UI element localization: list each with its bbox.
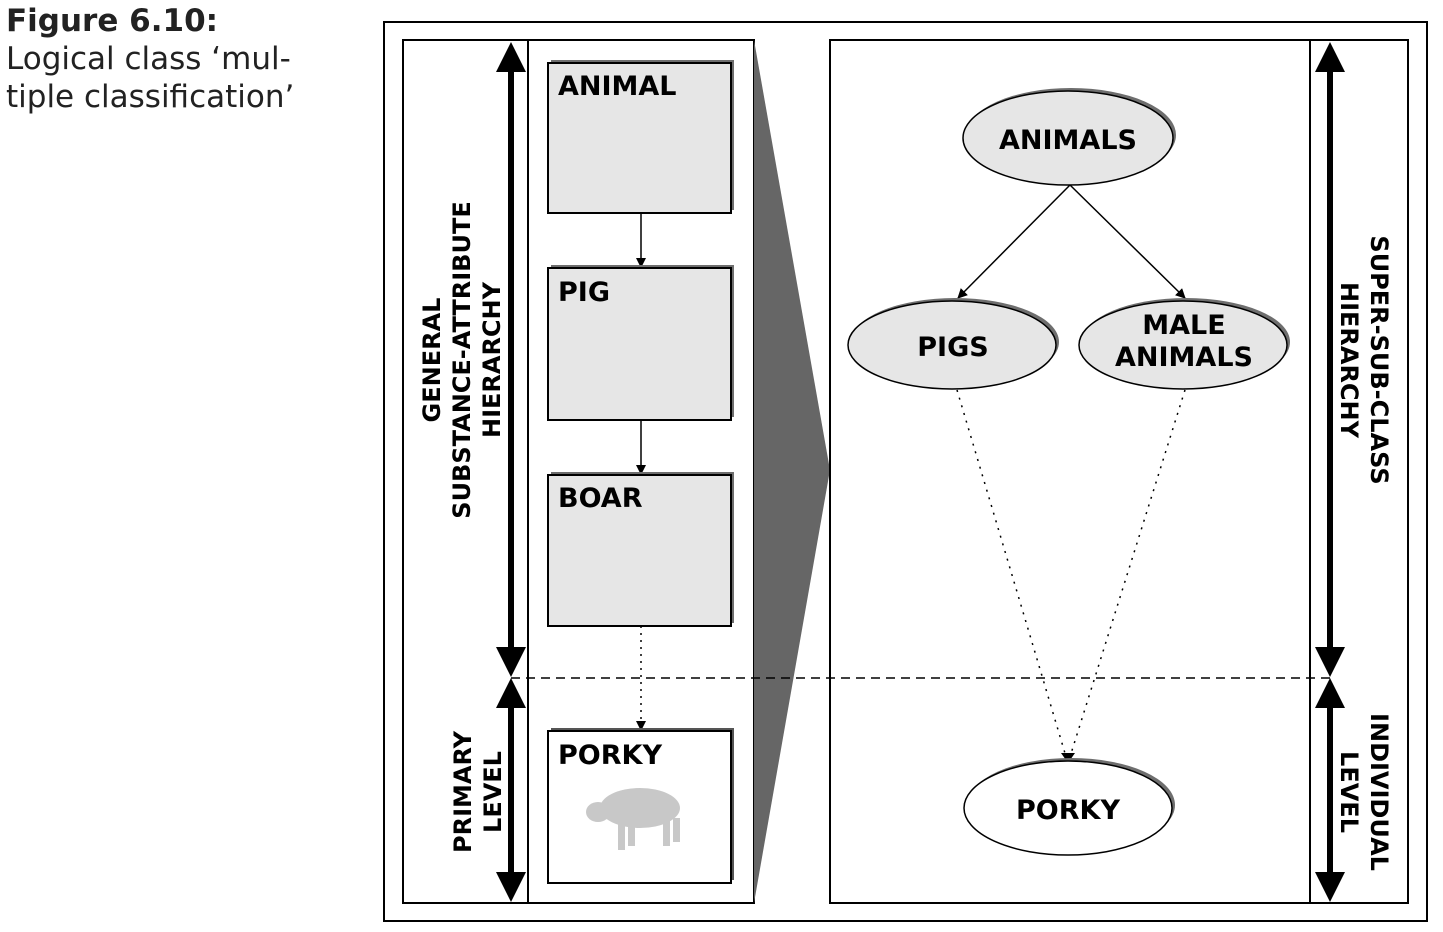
left-lower-label: PRIMARY LEVEL xyxy=(449,730,507,853)
right-upper-label: SUPER-SUB-CLASS HIERARCHY xyxy=(1335,235,1393,484)
label-line: INDIVIDUAL xyxy=(1365,713,1393,871)
projection-wedge xyxy=(754,40,830,903)
ellipse-label: PIGS xyxy=(917,332,988,363)
right-hierarchy-arrow xyxy=(1315,42,1345,677)
label-line: SUBSTANCE-ATTRIBUTE xyxy=(448,201,476,518)
label-line: LEVEL xyxy=(479,751,507,833)
box-pig: PIG xyxy=(547,265,734,421)
ellipse-label: MALE xyxy=(1142,310,1225,341)
outer-frame xyxy=(383,21,1428,922)
label-line: SUPER-SUB-CLASS xyxy=(1365,235,1393,484)
ellipse-male-animals: MALE ANIMALS xyxy=(1078,298,1290,390)
left-primary-arrow xyxy=(496,678,526,902)
left-hierarchy-arrow xyxy=(496,42,526,677)
ellipse-porky: PORKY xyxy=(963,758,1175,856)
box-porky: PORKY xyxy=(547,728,734,884)
label-line: HIERARCHY xyxy=(478,281,506,438)
box-animal: ANIMAL xyxy=(547,60,734,214)
porky-arrowhead xyxy=(1061,753,1075,763)
pig-image xyxy=(586,788,680,850)
link-male-porky xyxy=(1068,389,1186,761)
right-panel xyxy=(829,39,1409,904)
box-label: PIG xyxy=(558,277,610,308)
label-line: HIERARCHY xyxy=(1335,282,1363,439)
label-line: GENERAL xyxy=(418,298,446,423)
ellipse-pigs: PIGS xyxy=(847,298,1059,390)
right-individual-arrow xyxy=(1315,678,1345,902)
link-animals-male xyxy=(1069,184,1186,299)
box-label: BOAR xyxy=(558,483,643,514)
caption-title: Figure 6.10: xyxy=(6,3,219,39)
link-animals-pigs xyxy=(957,184,1071,299)
label-line: LEVEL xyxy=(1335,751,1363,833)
label-line: PRIMARY xyxy=(449,730,477,853)
box-boar: BOAR xyxy=(547,472,734,627)
right-lower-label: INDIVIDUAL LEVEL xyxy=(1335,713,1393,871)
figure-caption: Figure 6.10: Logical class ‘mul- tiple c… xyxy=(6,2,294,116)
left-upper-label: GENERAL SUBSTANCE-ATTRIBUTE HIERARCHY xyxy=(418,201,506,518)
ellipse-label: ANIMALS xyxy=(999,125,1137,156)
ellipse-label: ANIMALS xyxy=(1115,342,1253,373)
box-label: PORKY xyxy=(558,740,662,771)
link-pigs-porky xyxy=(956,389,1068,761)
box-label: ANIMAL xyxy=(558,71,677,102)
caption-line: Logical class ‘mul- xyxy=(6,41,291,77)
ellipse-animals: ANIMALS xyxy=(962,88,1176,186)
caption-line: tiple classification’ xyxy=(6,79,295,115)
ellipse-label: PORKY xyxy=(1016,795,1120,826)
